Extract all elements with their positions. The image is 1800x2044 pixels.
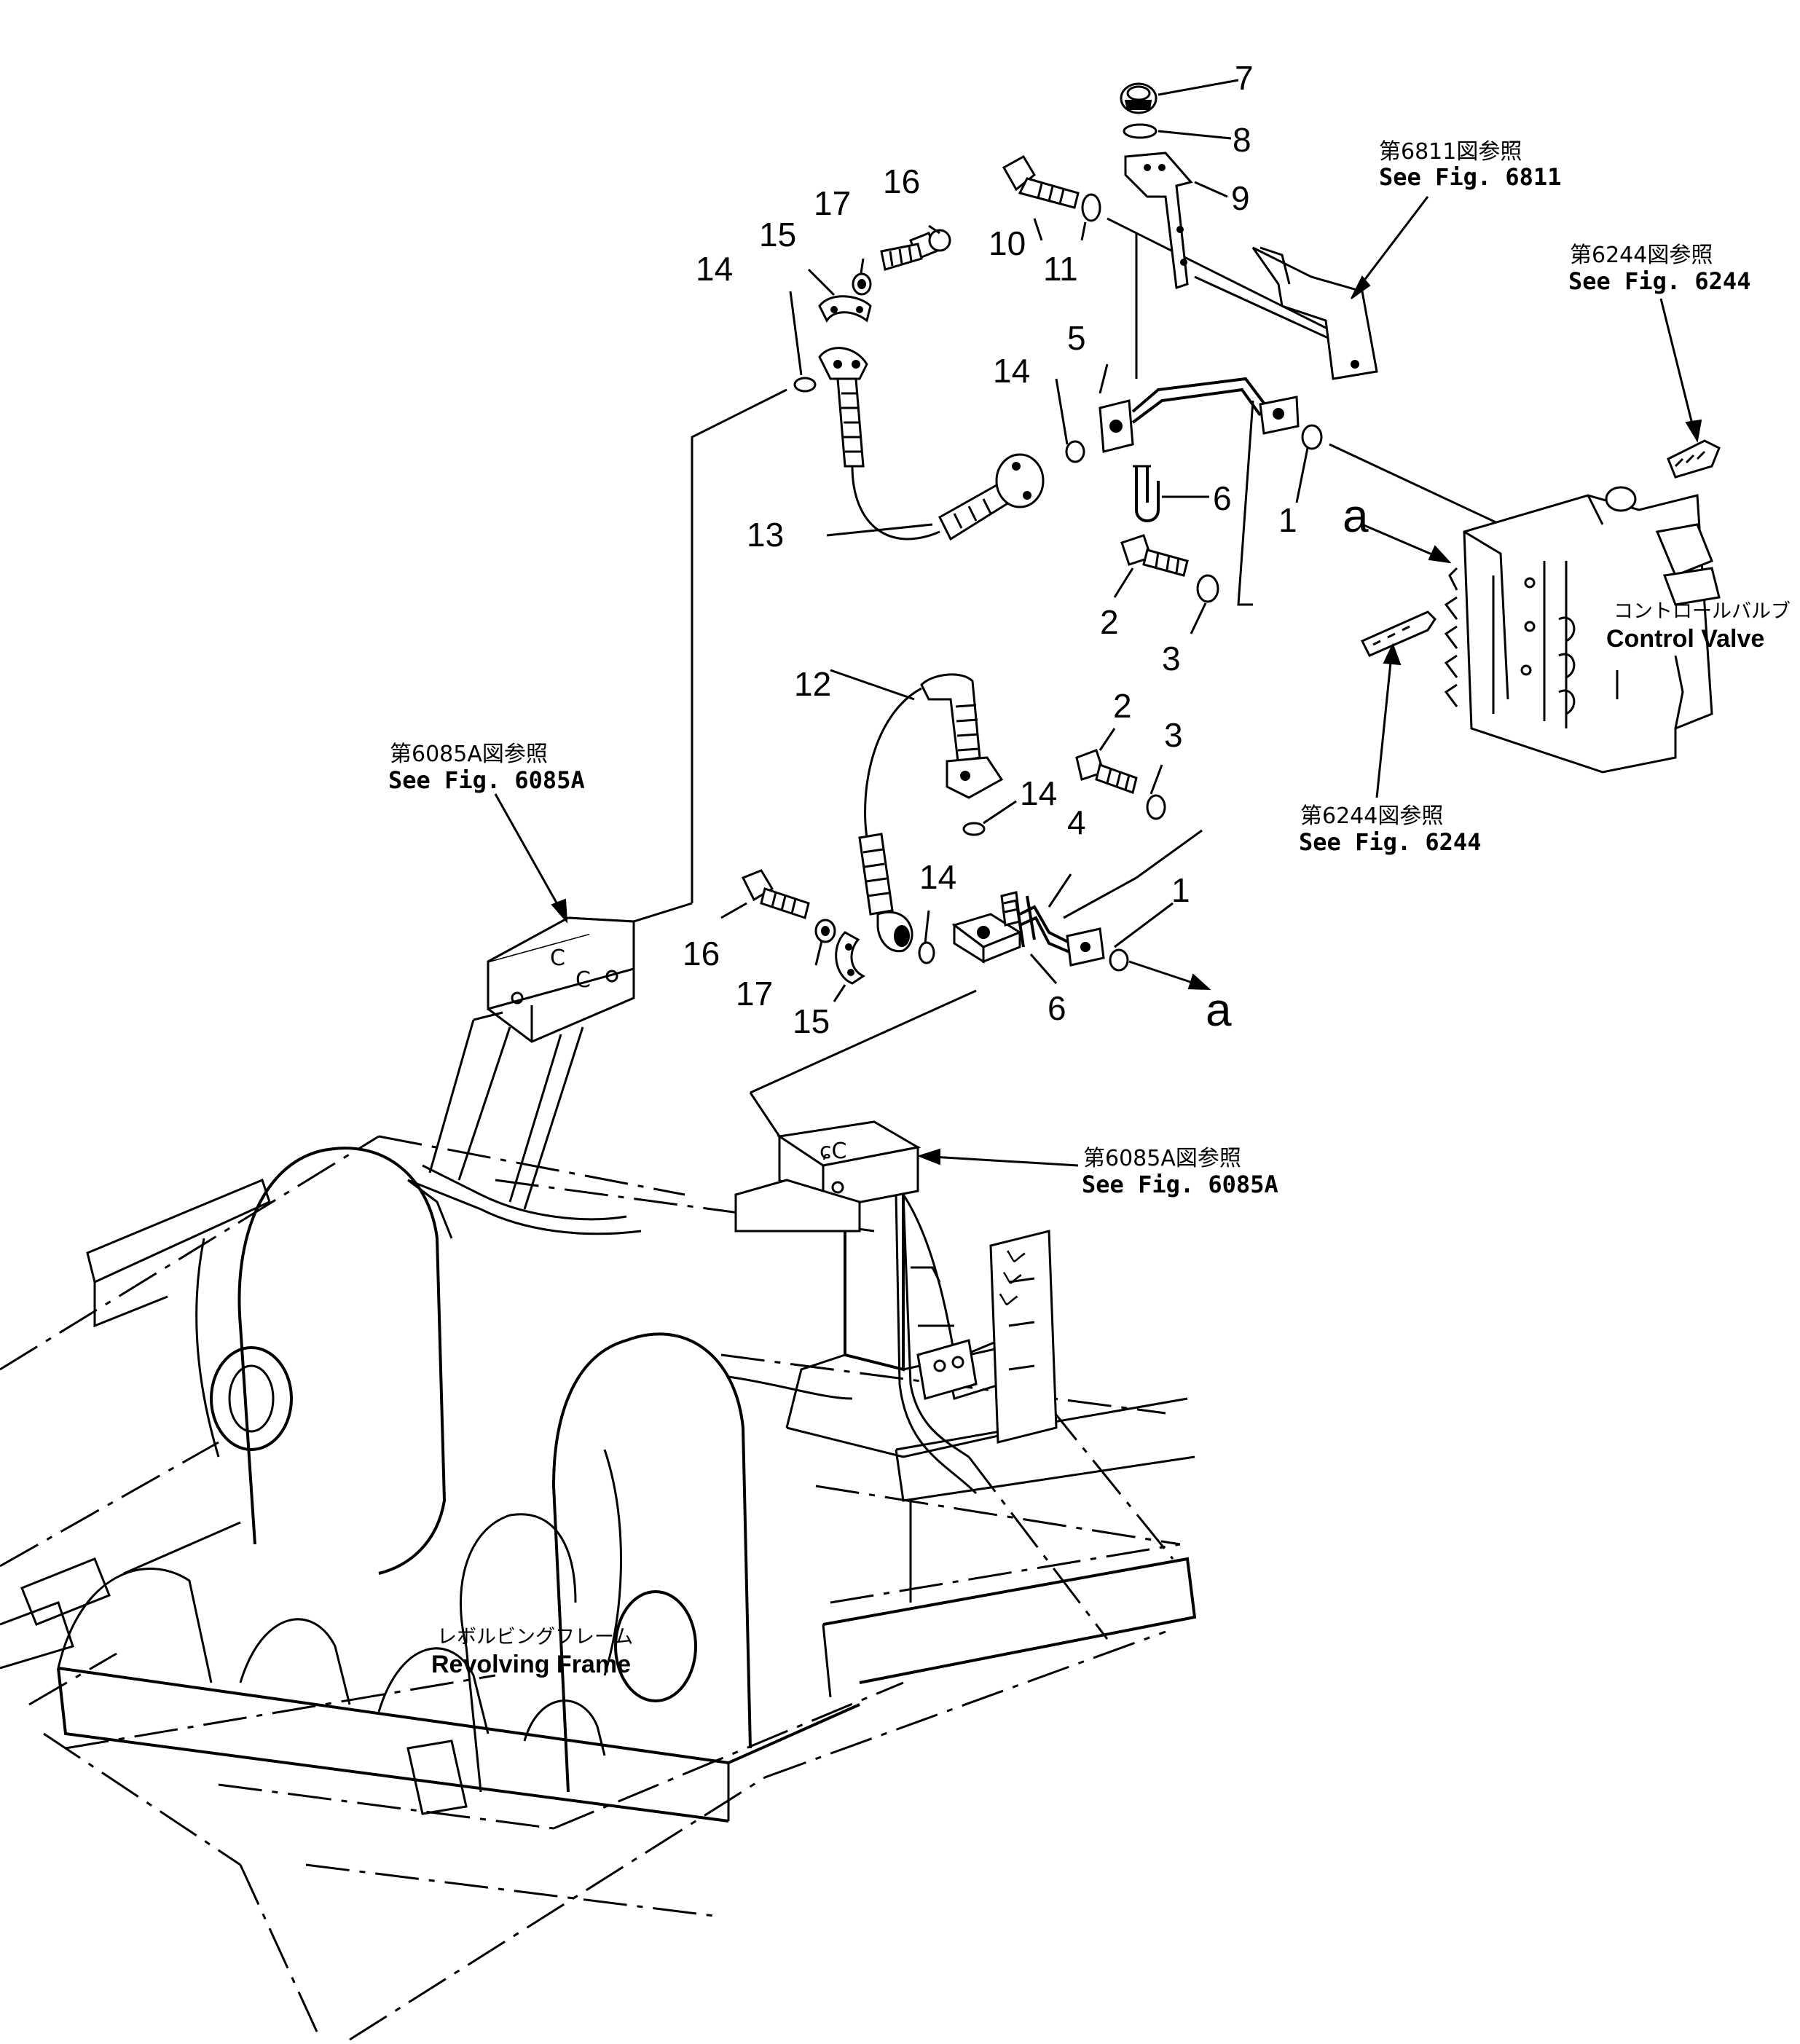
callout-14: 14	[993, 352, 1030, 390]
svg-text:C: C	[550, 946, 565, 971]
reference-6244-mid-en: See Fig. 6244	[1299, 828, 1481, 856]
callout-17: 17	[736, 975, 773, 1013]
callout-7: 7	[1235, 59, 1254, 97]
control-valve-drawing	[1360, 439, 1721, 774]
callout-2: 2	[1113, 687, 1132, 725]
callout-4: 4	[1067, 803, 1086, 841]
callout-6: 6	[1048, 989, 1066, 1027]
reference-6811-en: See Fig. 6811	[1379, 163, 1561, 191]
connection-mark-a-lower: a	[1206, 983, 1232, 1036]
callout-1: 1	[1278, 501, 1297, 539]
callout-2: 2	[1100, 603, 1119, 641]
part-7-nut	[1120, 82, 1158, 114]
callout-labels: 7 8 9 10 11 16 17 15 14 5 14 6 1 13 2 3 …	[683, 59, 1297, 1040]
part-3-washer-upper	[1196, 574, 1219, 603]
part-15-clamp-upper	[818, 295, 872, 323]
callout-5: 5	[1067, 319, 1086, 357]
callout-9: 9	[1231, 179, 1250, 217]
part-14-oring-b	[1065, 440, 1085, 463]
callout-3: 3	[1162, 640, 1181, 677]
part-14-oring-a	[793, 377, 817, 393]
part-17-washer-lower	[814, 919, 836, 943]
part-10-bolt	[1002, 154, 1080, 209]
part-6-clip-lower	[1015, 895, 1036, 948]
part-3-washer-lower	[1146, 794, 1166, 820]
reference-6085a-mid-en: See Fig. 6085A	[1082, 1171, 1278, 1198]
control-valve-label-en: Control Valve	[1606, 625, 1764, 653]
leader-lines	[720, 79, 1309, 1002]
callout-17: 17	[814, 184, 851, 222]
reference-6085a-left-jp: 第6085A図参照	[390, 742, 548, 767]
control-valve-label: コントロールバルブ Control Valve	[1606, 600, 1791, 653]
left-mount-block: C C	[428, 916, 635, 1210]
part-11-washer	[1081, 193, 1101, 222]
part-8-washer	[1123, 123, 1158, 139]
part-14-oring-c	[962, 822, 986, 836]
callout-10: 10	[989, 224, 1026, 262]
part-15-clamp-lower	[835, 931, 865, 985]
reference-6085a-mid: 第6085A図参照 See Fig. 6085A	[1082, 1146, 1278, 1198]
reference-6244-mid-jp: 第6244図参照	[1300, 803, 1443, 829]
callout-1: 1	[1171, 871, 1190, 909]
part-16-bolt-lower	[741, 869, 810, 919]
callout-15: 15	[793, 1002, 830, 1040]
reference-6811-jp: 第6811図参照	[1379, 139, 1522, 165]
callout-14: 14	[1020, 774, 1057, 812]
part-13-hose	[818, 347, 1045, 541]
part-1-oring-upper	[1301, 424, 1323, 450]
reference-arrows	[494, 196, 1702, 1167]
callout-3: 3	[1164, 716, 1183, 754]
reference-6811-part	[1251, 246, 1378, 380]
part-6-clip-upper	[1133, 465, 1160, 522]
revolving-frame-label-en: Revolving Frame	[431, 1651, 631, 1678]
callout-14: 14	[696, 250, 733, 288]
callout-16: 16	[683, 935, 720, 972]
reference-6085a-left: 第6085A図参照 See Fig. 6085A	[388, 742, 585, 794]
control-valve-label-jp: コントロールバルブ	[1614, 600, 1791, 623]
center-mount-block: ɕC	[734, 1120, 921, 1233]
reference-6085a-mid-jp: 第6085A図参照	[1083, 1146, 1241, 1171]
reference-6244-top: 第6244図参照 See Fig. 6244	[1568, 243, 1750, 295]
reference-6244-top-jp: 第6244図参照	[1570, 243, 1713, 268]
callout-8: 8	[1233, 121, 1251, 159]
reference-6244-mid: 第6244図参照 See Fig. 6244	[1299, 803, 1481, 856]
reference-6811: 第6811図参照 See Fig. 6811	[1379, 139, 1561, 191]
revolving-frame-label: レボルビングフレーム Revolving Frame	[431, 1626, 633, 1678]
callout-13: 13	[747, 516, 784, 554]
part-16-bolt-upper	[880, 229, 951, 271]
svg-text:ɕC: ɕC	[820, 1139, 846, 1164]
part-5-pipe	[1099, 377, 1300, 453]
callout-16: 16	[883, 162, 920, 200]
reference-6244-top-en: See Fig. 6244	[1568, 267, 1750, 295]
part-9-bracket	[1124, 152, 1193, 290]
callout-6: 6	[1213, 479, 1232, 517]
part-17-washer-upper	[852, 272, 872, 296]
callout-11: 11	[1043, 250, 1078, 288]
part-2-bolt-upper	[1120, 534, 1189, 577]
part-14-oring-d	[918, 941, 935, 964]
reference-6085a-left-en: See Fig. 6085A	[388, 766, 585, 794]
svg-text:C: C	[575, 967, 591, 993]
routing-lines	[407, 217, 1501, 1495]
part-1-oring-lower	[1109, 948, 1129, 972]
revolving-frame-label-jp: レボルビングフレーム	[437, 1626, 633, 1648]
revolving-frame-drawing: くくく	[0, 1135, 1197, 2041]
connection-mark-a-upper: a	[1343, 490, 1369, 542]
part-12-hose	[858, 673, 1004, 953]
callout-15: 15	[759, 216, 796, 253]
callout-12: 12	[794, 665, 831, 703]
callout-14: 14	[919, 858, 956, 896]
part-2-bolt-lower	[1075, 749, 1138, 794]
